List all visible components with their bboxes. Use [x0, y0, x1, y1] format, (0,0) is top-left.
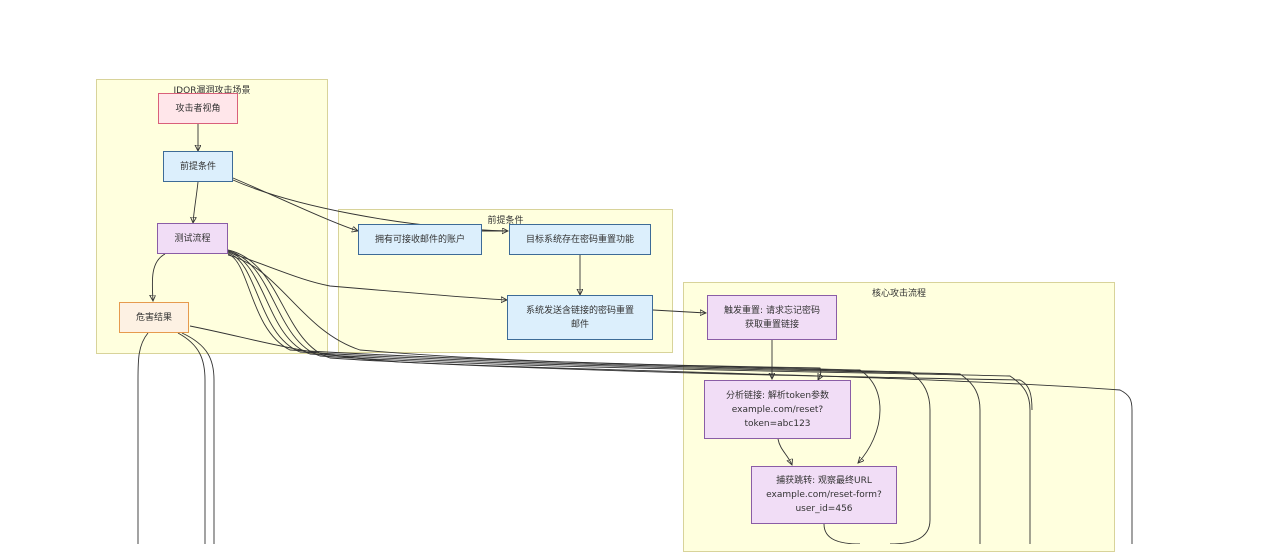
cluster-title-prereq: 前提条件	[487, 216, 524, 226]
cluster-title-core: 核心攻击流程	[871, 289, 926, 299]
edge-capture-loop	[823, 523, 861, 544]
node-prerequisites-label: 前提条件	[179, 161, 216, 172]
node-attacker-view: 攻击者视角	[158, 93, 238, 124]
node-email-account: 拥有可接收邮件的账户	[358, 224, 482, 255]
edge-test-fan-5	[227, 250, 1031, 544]
node-send-reset-mail: 系统发送含链接的密码重置 邮件	[507, 295, 653, 340]
node-test-flow-label: 测试流程	[174, 233, 211, 244]
edge-test-sendmail	[227, 251, 507, 300]
edge-impact-right	[189, 325, 1033, 411]
edge-impact-down-2	[177, 332, 206, 544]
edge-impact-down-1	[137, 332, 149, 544]
node-attacker-label: 攻击者视角	[175, 103, 221, 114]
edge-analyze-capture	[777, 438, 792, 465]
node-capture-redirect-label: 捕获跳转: 观察最终URL example.com/reset-form? us…	[766, 476, 882, 514]
node-capture-redirect: 捕获跳转: 观察最终URL example.com/reset-form? us…	[751, 466, 897, 524]
node-analyze-link: 分析链接: 解析token参数 example.com/reset? token…	[704, 380, 851, 439]
edge-prereq-account	[232, 177, 358, 231]
edge-test-fan-4	[227, 251, 981, 544]
edge-test-fan-2	[227, 253, 881, 463]
edge-prereq-test	[193, 181, 199, 223]
node-send-reset-mail-label: 系统发送含链接的密码重置 邮件	[525, 305, 634, 330]
edge-test-fan-3	[227, 252, 931, 544]
node-impact: 危害结果	[119, 302, 189, 333]
cluster-title-scenario: IDOR漏洞攻击场景	[173, 86, 251, 96]
edge-impact-down-3	[181, 332, 215, 544]
edge-test-impact	[152, 253, 166, 301]
node-impact-label: 危害结果	[135, 312, 172, 323]
node-prerequisites: 前提条件	[163, 151, 233, 182]
node-trigger-reset-label: 触发重置: 请求忘记密码 获取重置链接	[724, 305, 820, 330]
node-analyze-link-label: 分析链接: 解析token参数 example.com/reset? token…	[725, 390, 830, 429]
node-test-flow: 测试流程	[157, 223, 228, 254]
node-reset-feature: 目标系统存在密码重置功能	[509, 224, 651, 255]
node-trigger-reset: 触发重置: 请求忘记密码 获取重置链接	[707, 295, 837, 340]
node-email-account-label: 拥有可接收邮件的账户	[374, 234, 465, 245]
edge-sendmail-trigger	[652, 309, 706, 313]
edge-test-fan-6	[227, 249, 1133, 544]
node-reset-feature-label: 目标系统存在密码重置功能	[525, 234, 634, 245]
